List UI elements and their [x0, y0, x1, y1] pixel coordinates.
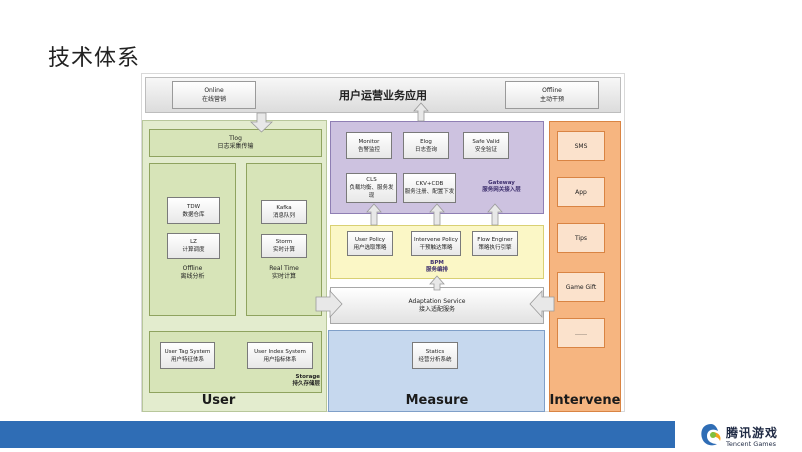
storm-zh: 实时计算 — [272, 247, 295, 253]
storage-en: Storage — [295, 374, 320, 380]
arrow-up-icon — [487, 203, 503, 226]
user-column-label: User — [201, 393, 236, 408]
realtime-group-label: Real Time 实时计算 — [246, 265, 322, 281]
logo-en: Tencent Games — [726, 440, 777, 448]
arrow-down-icon — [250, 112, 273, 133]
offline-zh: 主动干预 — [539, 96, 564, 103]
monitor-en: Monitor — [358, 138, 380, 145]
user-index-system-zh: 用户指标体系 — [263, 356, 297, 363]
adaptation-zh: 接入适配服务 — [418, 306, 455, 313]
bpm-en: BPM — [430, 260, 444, 266]
tdw-en: TDW — [186, 203, 201, 210]
statics-box: Statics 经营分析系统 — [412, 342, 458, 369]
flow-engine-box: Flow Enginer 策略执行引擎 — [472, 231, 518, 256]
offline-group-label: Offline 离线分析 — [149, 265, 236, 281]
user-tag-system-en: User Tag System — [164, 348, 211, 355]
user-tag-system-zh: 用户特征体系 — [170, 356, 204, 363]
tencent-games-logo-icon — [701, 424, 721, 446]
intervene-policy-zh: 干预触达策略 — [419, 244, 453, 251]
storage-zh: 持久存储层 — [292, 381, 320, 387]
arrow-right-icon — [315, 289, 343, 319]
intervene-policy-en: Intervene Policy — [414, 236, 458, 243]
realtime-group-zh: 实时计算 — [271, 273, 296, 280]
user-index-system-box: User Index System 用户指标体系 — [247, 342, 313, 369]
kafka-en: Kafka — [276, 205, 292, 211]
intervene-item-app: App — [557, 177, 605, 207]
user-policy-zh: 用户选取策略 — [353, 244, 387, 251]
statics-zh: 经营分析系统 — [418, 356, 452, 363]
intervene-column — [549, 121, 621, 412]
ckv-cdb-box: CKV+CDB 服务注册、配置下发 — [403, 173, 456, 203]
logo-cn: 腾讯游戏 — [726, 426, 779, 440]
ckv-cdb-en: CKV+CDB — [415, 181, 444, 187]
arrow-up-icon — [413, 102, 429, 122]
lz-zh: 计算调度 — [182, 247, 205, 253]
safe-valid-box: Safe Valid 安全验证 — [463, 132, 509, 159]
cls-box: CLS 负载均衡、服务发现 — [346, 173, 397, 203]
intervene-item-tips: Tips — [557, 223, 605, 253]
tlog-box: Tlog 日志采集传输 — [149, 129, 322, 157]
online-zh: 在线营销 — [201, 96, 226, 103]
lz-en: LZ — [190, 239, 197, 245]
offline-group — [149, 163, 236, 316]
measure-column-label: Measure — [405, 393, 469, 408]
online-en: Online — [204, 87, 224, 94]
storage-label: Storage 持久存储层 — [270, 374, 320, 388]
intervene-item-more: …… — [557, 318, 605, 348]
safe-valid-en: Safe Valid — [472, 138, 500, 145]
gateway-label: Gateway 服务网关接入层 — [464, 180, 539, 194]
arrow-up-icon — [429, 275, 445, 291]
offline-group-zh: 离线分析 — [180, 273, 205, 280]
elog-box: Elog 日志查询 — [403, 132, 449, 159]
bpm-label: BPM 服务编排 — [330, 260, 544, 274]
intervene-policy-box: Intervene Policy 干预触达策略 — [411, 231, 461, 256]
gateway-zh: 服务网关接入层 — [482, 187, 521, 193]
arrow-left-icon — [529, 289, 555, 319]
adaptation-service-label: Adaptation Service 接入适配服务 — [330, 298, 544, 314]
flow-engine-zh: 策略执行引擎 — [478, 244, 512, 251]
offline-en: Offline — [542, 87, 562, 94]
intervene-item-game-gift: Game Gift — [557, 272, 605, 302]
cls-zh: 负载均衡、服务发现 — [349, 185, 394, 199]
arrow-up-icon — [429, 203, 445, 226]
elog-zh: 日志查询 — [414, 146, 437, 153]
ckv-cdb-zh: 服务注册、配置下发 — [404, 189, 455, 195]
user-policy-en: User Policy — [354, 236, 386, 243]
elog-en: Elog — [420, 138, 432, 145]
offline-box: Offline 主动干预 — [505, 81, 599, 109]
user-tag-system-box: User Tag System 用户特征体系 — [160, 342, 215, 369]
cls-en: CLS — [366, 177, 377, 183]
kafka-box: Kafka 消息队列 — [261, 200, 307, 224]
intervene-item-sms: SMS — [557, 131, 605, 161]
lz-box: LZ 计算调度 — [167, 233, 220, 259]
statics-en: Statics — [425, 348, 445, 355]
gateway-en: Gateway — [488, 180, 515, 186]
storm-box: Storm 实时计算 — [261, 234, 307, 258]
tdw-box: TDW 数据仓库 — [167, 197, 220, 224]
kafka-zh: 消息队列 — [272, 213, 295, 219]
monitor-box: Monitor 告警监控 — [346, 132, 392, 159]
adaptation-en: Adaptation Service — [408, 298, 466, 305]
intervene-column-label: Intervene — [549, 393, 621, 408]
tlog-zh: 日志采集传输 — [217, 143, 254, 150]
user-policy-box: User Policy 用户选取策略 — [347, 231, 393, 256]
safe-valid-zh: 安全验证 — [474, 146, 497, 153]
flow-engine-en: Flow Enginer — [477, 236, 513, 243]
tencent-games-logo: 腾讯游戏 Tencent Games — [690, 418, 802, 452]
storm-en: Storm — [275, 239, 293, 245]
measure-column — [328, 330, 545, 412]
user-index-system-en: User Index System — [254, 348, 306, 355]
footer-bar — [0, 421, 675, 448]
tlog-en: Tlog — [229, 135, 242, 142]
arrow-up-icon — [366, 203, 382, 226]
offline-group-en: Offline — [182, 265, 203, 272]
bpm-zh: 服务编排 — [425, 267, 448, 273]
monitor-zh: 告警监控 — [357, 146, 380, 153]
page-title: 技术体系 — [48, 46, 141, 71]
realtime-group-en: Real Time — [269, 265, 299, 272]
tdw-zh: 数据仓库 — [182, 211, 205, 218]
online-box: Online 在线营销 — [172, 81, 256, 109]
